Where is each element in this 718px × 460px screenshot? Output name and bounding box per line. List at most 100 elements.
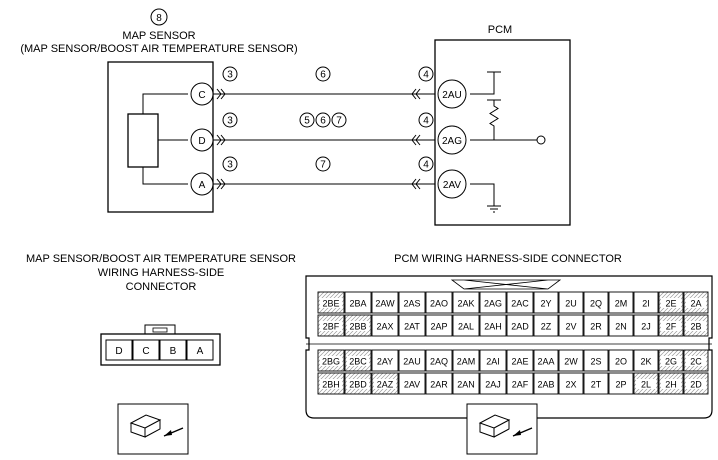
pcm-connector-pin: 2AY [377,357,393,367]
pcm-connector-pin: 2AK [457,299,474,309]
sensor-connector-cell [105,339,133,361]
sensor-connector-title-2: WIRING HARNESS-SIDE [98,267,225,279]
pcm-connector-cell [533,372,559,395]
pcm-connector-pin: 2A [690,299,701,309]
pcm-connector-pin: 2H [665,380,677,390]
pcm-connector-pin: 2AR [430,380,448,390]
pcm-internal-wiring [470,71,537,206]
sensor-connector-latch-inner [152,327,168,333]
pcm-connector-pin: 2X [565,380,576,390]
pcm-connector-pin: 2U [565,299,577,309]
pcm-connector-cell [371,314,399,337]
pcm-connector-pin: 2V [565,322,576,332]
sensor-connector-mark [216,178,226,190]
pcm-connector-pin: 2AL [458,322,474,332]
pcm-connector-pin: 2AW [375,299,395,309]
pcm-connector-cell-label-bg [347,356,369,366]
pcm-connector-cell [558,372,584,395]
pcm-connector-mark [411,178,421,190]
pcm-connector-pin: 2N [615,322,627,332]
pcm-connector-pin: 2BA [349,299,366,309]
pcm-connector-pin: 2AV [404,380,420,390]
pcm-connector-cell [344,291,372,314]
pcm-connector-pin: 2BC [349,357,367,367]
pcm-connector-cell-label-bg [347,379,369,389]
pcm-connector-pin: 2AI [486,357,500,367]
pcm-connector-cell-label-bg [661,356,681,366]
sensor-conn-num-circle [222,66,238,82]
pcm-connector-pin: 2E [665,299,676,309]
sensor-connector-title-1: MAP SENSOR/BOOST AIR TEMPERATURE SENSOR [26,253,296,265]
pcm-conn-num-circle [418,112,434,128]
pcm-connector-cell-label-bg [686,321,706,331]
pcm-connector-pin: 2C [690,357,702,367]
sensor-number: 8 [156,13,162,24]
ground-icon [487,205,501,213]
sensor-connector-pin: A [197,346,204,357]
pcm-connector-pin: 2BG [322,357,340,367]
pcm-box [434,39,571,226]
pcm-connector-cell [452,349,480,372]
pcm-conn-num: 4 [423,70,429,81]
pcm-connector-cell [479,314,507,337]
pcm-connector-pin: 2J [641,322,651,332]
wire-number-circle [315,156,331,172]
sensor-connector-cell [132,339,160,361]
sensor-pin-label: C [198,90,205,101]
pcm-connector-cell [371,291,399,314]
pcm-connector-cell [479,291,507,314]
pcm-connector-mark [411,88,421,100]
pcm-connector-cell [479,349,507,372]
pcm-conn-num-circle [418,66,434,82]
sensor-connector-pin: D [115,346,122,357]
pcm-connector-cell-label-bg [320,321,342,331]
pcm-connector-pin: 2BH [322,380,340,390]
pcm-connector-pin: 2AM [457,357,476,367]
pcm-connector-cell [558,349,584,372]
pcm-connector-pin: 2S [590,357,601,367]
wire-number: 6 [320,116,326,127]
pcm-connector-cell [506,291,534,314]
pcm-title: PCM [488,24,512,36]
wire-number-circle [315,112,331,128]
right-connector-view-icon [466,403,538,455]
pcm-connector-pin: 2AA [537,357,554,367]
pcm-conn-num-circle [418,156,434,172]
pcm-connector-pin: 2O [615,357,627,367]
sensor-connector-cell [186,339,214,361]
pcm-connector-cell [506,314,534,337]
pcm-pin-circle [437,169,467,199]
pcm-connector-pin: 2F [666,322,677,332]
pcm-connector-cell-label-bg [320,298,342,308]
pcm-connector-cell [425,291,453,314]
pcm-connector-key [450,279,562,290]
pcm-connector-pin: 2Y [540,299,551,309]
pcm-connector-pin: 2BD [349,380,367,390]
pcm-connector-cell [558,314,584,337]
pcm-connector-cell-label-bg [636,379,656,389]
pcm-connector-pin: 2G [665,357,677,367]
pcm-connector-pin: 2AQ [430,357,448,367]
sensor-connector-mark [216,134,226,146]
pcm-connector-cell-label-bg [374,379,396,389]
pcm-connector-cell [583,314,609,337]
pcm-connector-cell [558,291,584,314]
wire-number-circle [315,66,331,82]
pcm-connector-cell [583,291,609,314]
pcm-connector-cell [452,372,480,395]
pcm-connector-cell [371,349,399,372]
pcm-connector-pin: 2D [690,380,702,390]
sensor-pin-label: A [199,180,206,191]
sensor-connector-pin: C [142,346,149,357]
sensor-connector-cell [159,339,187,361]
sensor-element [127,113,159,168]
pcm-connector-cell-label-bg [686,356,706,366]
pcm-connector-pin: 2AD [511,322,529,332]
pcm-connector-pin: 2AH [484,322,502,332]
sensor-conn-num: 3 [227,160,233,171]
pcm-connector-cell-label-bg [661,379,681,389]
pcm-conn-num: 4 [423,160,429,171]
pcm-conn-num: 4 [423,116,429,127]
sensor-conn-num-circle [222,112,238,128]
